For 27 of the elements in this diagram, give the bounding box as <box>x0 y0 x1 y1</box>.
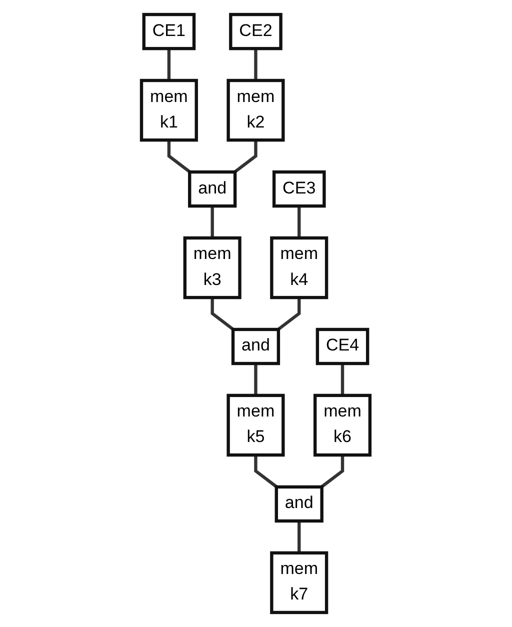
connector <box>234 140 258 174</box>
connector <box>211 206 214 238</box>
node-box: and <box>188 170 237 208</box>
connector <box>320 455 344 488</box>
connector <box>254 48 258 80</box>
node-box: mem k4 <box>270 236 328 300</box>
connector <box>211 298 235 331</box>
connector <box>341 364 344 396</box>
connector <box>298 206 301 238</box>
node-box: mem k6 <box>314 394 372 457</box>
connector <box>277 298 301 331</box>
connector <box>254 455 278 488</box>
node-box: CE2 <box>229 12 283 50</box>
node-box: mem k3 <box>184 236 242 300</box>
node-box: CE4 <box>316 328 370 366</box>
node-box: mem k5 <box>226 394 286 457</box>
node-box: and <box>275 485 324 523</box>
node-box: CE1 <box>142 12 196 50</box>
node-box: CE3 <box>272 170 326 208</box>
connector <box>298 520 301 553</box>
connector <box>254 364 258 396</box>
node-box: mem k7 <box>270 551 328 614</box>
node-box: mem k2 <box>226 78 286 142</box>
connector <box>168 48 171 80</box>
connector <box>168 140 192 174</box>
node-box: and <box>232 328 280 366</box>
node-box: mem k1 <box>140 78 198 142</box>
